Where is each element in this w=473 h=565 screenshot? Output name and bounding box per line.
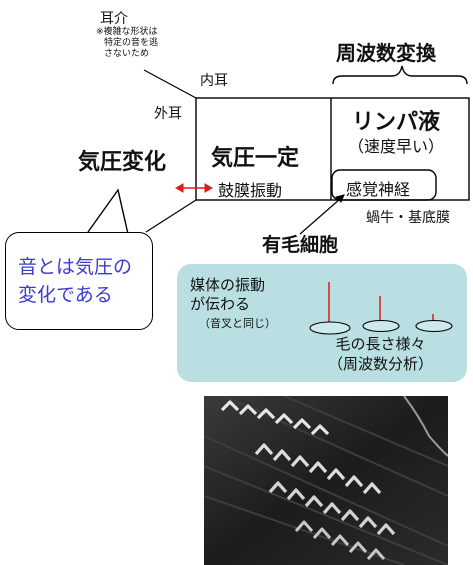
hair-cell-medium (362, 296, 400, 333)
sensory-nerve-label: 感覚神経 (346, 180, 411, 199)
hair-cell-micrograph (204, 396, 448, 565)
pinna-note-line-1: ※複雑な形状は (96, 27, 158, 37)
hair-length-line-2: （周波数分析） (328, 355, 434, 373)
stereocilia-row-1 (220, 400, 330, 436)
hair-cell-short (415, 314, 453, 333)
hair-cells-illustration (309, 282, 453, 335)
hair-length-text: 毛の長さ様々 （周波数分析） (328, 334, 433, 374)
pinna-note-line-3: さないため (104, 49, 150, 59)
ear-box (195, 97, 470, 201)
pinna-note: ※複雑な形状は 特定の音を逃 さないため (96, 27, 158, 60)
pinna-note-line-2: 特定の音を逃 (104, 38, 159, 48)
micrograph-drawing (204, 396, 448, 565)
stereocilia-row-3 (268, 481, 396, 536)
sensory-nerve-box (331, 169, 437, 201)
bubble-tail (87, 188, 129, 235)
membrane-edge (403, 396, 448, 457)
cochlea-basilar-label: 蝸牛・基底膜 (366, 210, 450, 226)
stereocilia-row-2 (254, 443, 382, 495)
eardrum-arrow (174, 183, 214, 193)
funnel-bottom-line (145, 199, 197, 233)
inner-ear-label: 内耳 (200, 73, 228, 89)
medium-vibration-text: 媒体の振動 が伝わる (190, 276, 265, 314)
pinna-label: 耳介 (100, 11, 128, 27)
bubble-text: 音とは気圧の 変化である (18, 253, 132, 309)
bubble-line-1: 音とは気圧の (18, 256, 133, 278)
eardrum-vibration-label: 鼓膜振動 (218, 181, 283, 200)
hair-length-line-1: 毛の長さ様々 (335, 335, 426, 353)
bubble-line-2: 変化である (18, 284, 113, 306)
lymph-label: リンパ液 (352, 110, 441, 135)
outer-ear-label: 外耳 (154, 106, 182, 122)
frequency-brace (332, 65, 468, 85)
pressure-change-label: 気圧変化 (78, 150, 167, 175)
tuning-fork-note: （音叉と同じ） (199, 317, 276, 330)
hair-length-panel: 媒体の振動 が伝わる （音叉と同じ） 毛の長さ様々 （周波数分析） (177, 264, 467, 382)
medium-line-1: 媒体の振動 (190, 276, 266, 294)
hair-cells-label: 有毛細胞 (262, 234, 339, 256)
lymph-speed-label: （速度早い） (348, 137, 445, 156)
hair-cell-arrow (299, 194, 345, 235)
pressure-constant-label: 気圧一定 (211, 146, 300, 171)
hair-cell-long (309, 282, 351, 335)
speech-bubble: 音とは気圧の 変化である (5, 232, 153, 330)
frequency-conversion-label: 周波数変換 (336, 41, 436, 65)
stereocilia-row-4 (294, 520, 386, 560)
medium-line-2: が伝わる (190, 295, 251, 313)
funnel-top-line (143, 69, 197, 99)
